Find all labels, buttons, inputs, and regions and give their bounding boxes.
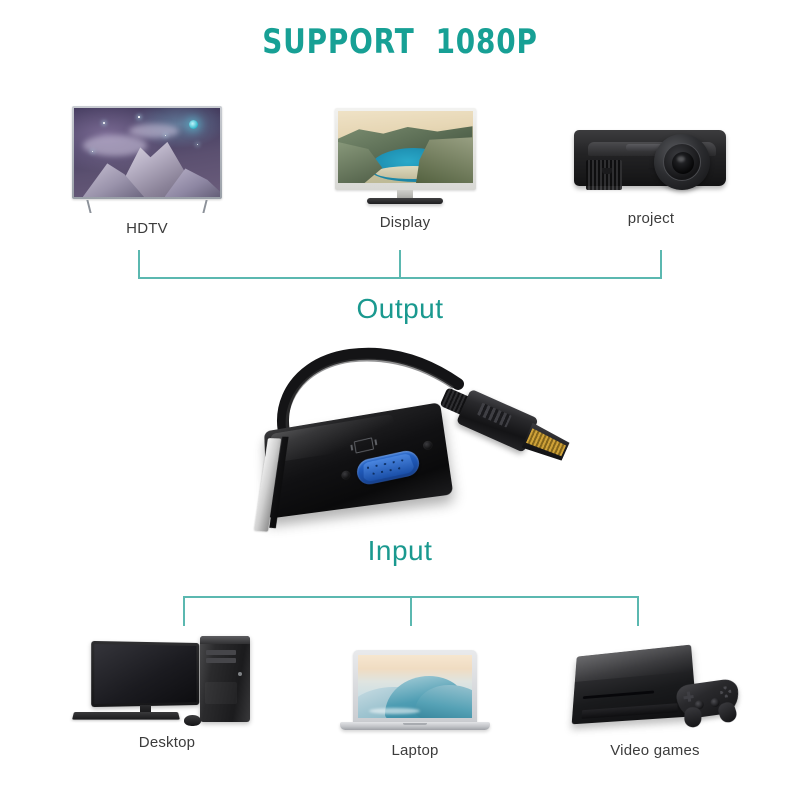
- output-device-label-projector: project: [627, 210, 675, 227]
- desktop-computer-icon: [72, 636, 260, 728]
- output-device-hdtv: HDTV: [52, 106, 242, 237]
- page-title: SUPPORT 1080P: [262, 22, 538, 62]
- output-section-label: Output: [356, 293, 444, 324]
- laptop-icon: [340, 648, 490, 736]
- hdtv-icon: [72, 106, 222, 214]
- input-device-video-games: Video games: [556, 640, 754, 759]
- input-device-label-laptop: Laptop: [391, 742, 439, 759]
- output-bracket: [130, 250, 670, 286]
- monitor-icon: [334, 108, 476, 208]
- game-console-icon: [565, 640, 745, 736]
- adapter-cable: [277, 347, 464, 468]
- output-device-label-display: Display: [379, 214, 431, 231]
- input-section-label: Input: [367, 535, 433, 566]
- output-device-display: Display: [320, 108, 490, 231]
- hdmi-to-vga-adapter: [246, 344, 586, 532]
- gamepad-icon: [674, 677, 742, 728]
- output-device-projector: project: [556, 112, 746, 227]
- output-device-label-hdtv: HDTV: [126, 220, 168, 237]
- projector-icon: [568, 112, 734, 204]
- input-device-desktop: Desktop: [62, 636, 272, 751]
- input-device-laptop: Laptop: [330, 648, 500, 759]
- input-device-label-desktop: Desktop: [138, 734, 196, 751]
- input-device-label-video-games: Video games: [610, 742, 700, 759]
- input-bracket: [176, 590, 646, 626]
